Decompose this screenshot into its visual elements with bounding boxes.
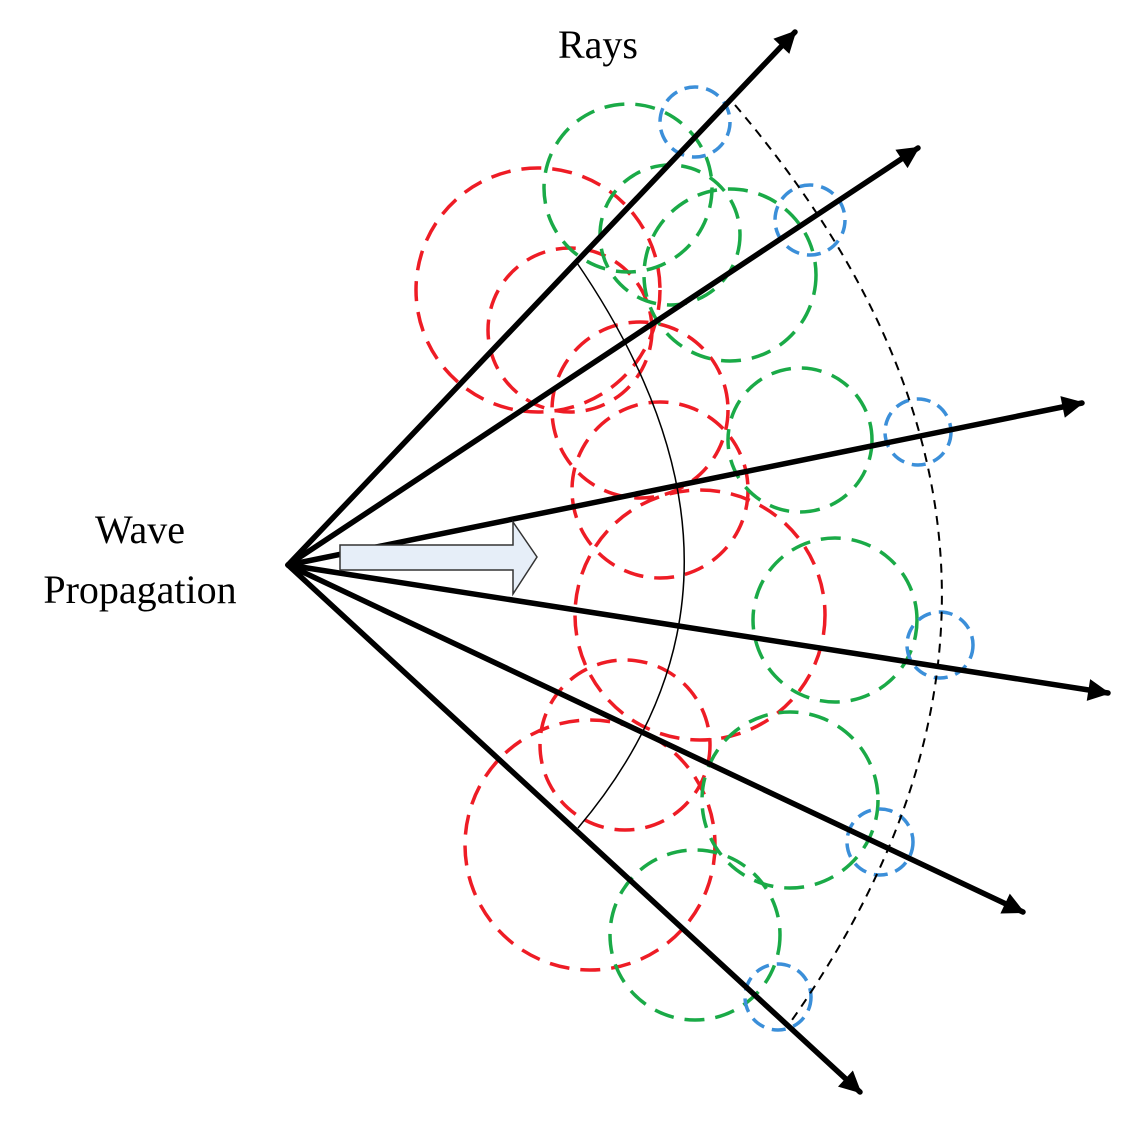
ray-group [285, 29, 1111, 1095]
green-wavelet-5 [700, 710, 880, 890]
blue-wavelet-group [658, 85, 975, 1032]
ray-4 [285, 562, 1111, 701]
green-wavelet-3 [726, 366, 874, 514]
rays-label: Rays [558, 22, 638, 67]
ray-2 [285, 145, 921, 568]
green-wavelet-7 [598, 163, 742, 307]
propagation-arrow [339, 519, 538, 597]
green-wavelet-6 [608, 848, 782, 1022]
green-wavelet-group [542, 102, 919, 1022]
ray-6 [285, 562, 863, 1095]
blue-wavelet-5 [845, 807, 915, 877]
red-wavelet-5 [573, 488, 827, 742]
ray-3 [285, 396, 1085, 568]
red-wavelet-1 [414, 166, 662, 414]
propagation-label: Propagation [43, 567, 236, 612]
outer-wavefront-arc [734, 104, 943, 1021]
blue-wavelet-2 [773, 183, 847, 257]
blue-wavelet-6 [743, 962, 813, 1032]
blue-wavelet-4 [905, 610, 975, 680]
wave-label: Wave [95, 507, 185, 552]
green-wavelet-1 [542, 102, 714, 274]
blue-wavelet-1 [658, 85, 732, 159]
ray-1 [285, 29, 798, 568]
inner-wavefront-arc [574, 259, 685, 829]
green-wavelet-2 [642, 187, 818, 363]
green-wavelet-4 [751, 536, 919, 704]
red-wavelet-3 [550, 320, 730, 500]
red-wavelet-6 [538, 658, 712, 832]
ray-5 [285, 562, 1026, 915]
